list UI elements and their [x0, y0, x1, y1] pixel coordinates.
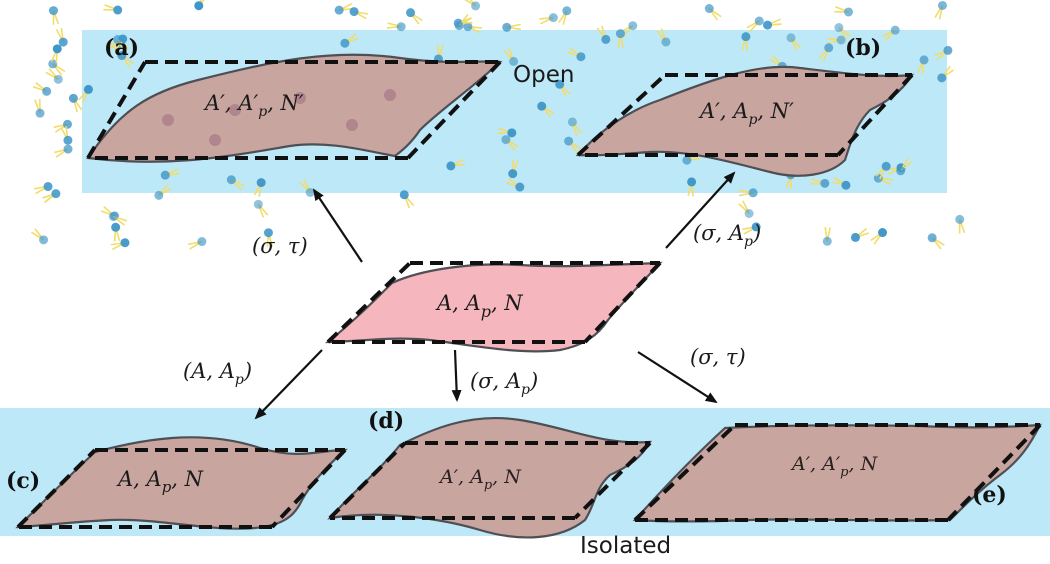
lipid-molecule: [955, 215, 964, 234]
lipid-molecule: [705, 4, 721, 20]
lipid-molecule: [188, 237, 206, 249]
lipid-molecule: [33, 82, 51, 95]
lipid-molecule: [350, 7, 369, 19]
lipid-molecule: [406, 8, 422, 24]
lipid-molecule: [559, 6, 572, 24]
arrow-label-e: (σ, τ): [690, 345, 746, 369]
arrow-label-d: (σ, Ap): [470, 369, 538, 398]
lipid-molecule: [823, 227, 832, 246]
lipid-molecule: [194, 0, 208, 10]
lipid-molecule: [935, 1, 947, 20]
lipid-molecule: [111, 238, 130, 249]
lipid-molecule: [739, 201, 754, 218]
lipid-molecule: [103, 5, 122, 15]
arrow-label-b: (σ, Ap): [693, 221, 761, 250]
lipid-molecule: [61, 126, 72, 145]
arrow-label-c: (A, Ap): [183, 359, 252, 388]
open-label: Open: [513, 62, 574, 88]
panel-tag-a: (a): [104, 35, 139, 61]
lipid-molecule: [834, 7, 853, 17]
lipid-molecule: [49, 6, 59, 25]
lipid-molecule: [539, 13, 558, 24]
lipid-molecule: [35, 99, 45, 118]
arrow-label-a: (σ, τ): [252, 234, 308, 258]
lipid-molecule: [69, 94, 82, 112]
panel-tag-e: (e): [972, 482, 1007, 508]
lipid-molecule: [928, 233, 945, 249]
arrow-to-c: [256, 350, 322, 418]
lipid-molecule: [763, 19, 782, 29]
isolated-label: Isolated: [580, 533, 671, 559]
panel-tag-b: (b): [845, 35, 881, 61]
lipid-molecule: [34, 182, 52, 194]
lipid-molecule: [57, 28, 68, 47]
lipid-molecule: [111, 223, 120, 242]
lipid-molecule: [387, 22, 406, 31]
lipid-molecule: [871, 228, 887, 244]
lipid-molecule: [46, 69, 63, 84]
arrow-to-d: [455, 350, 457, 400]
arrow-to-a: [314, 190, 362, 262]
reference-patch: A, Ap, N: [328, 263, 660, 351]
lipid-molecule: [463, 0, 480, 10]
lipid-molecule: [254, 200, 268, 218]
lipid-molecule: [747, 17, 764, 32]
panel-tag-c: (c): [6, 468, 40, 494]
lipid-molecule: [42, 189, 60, 202]
lipid-molecule: [54, 145, 72, 157]
lipid-molecule: [31, 229, 48, 245]
lipid-molecule: [851, 229, 869, 242]
panel-tag-d: (d): [368, 408, 404, 434]
